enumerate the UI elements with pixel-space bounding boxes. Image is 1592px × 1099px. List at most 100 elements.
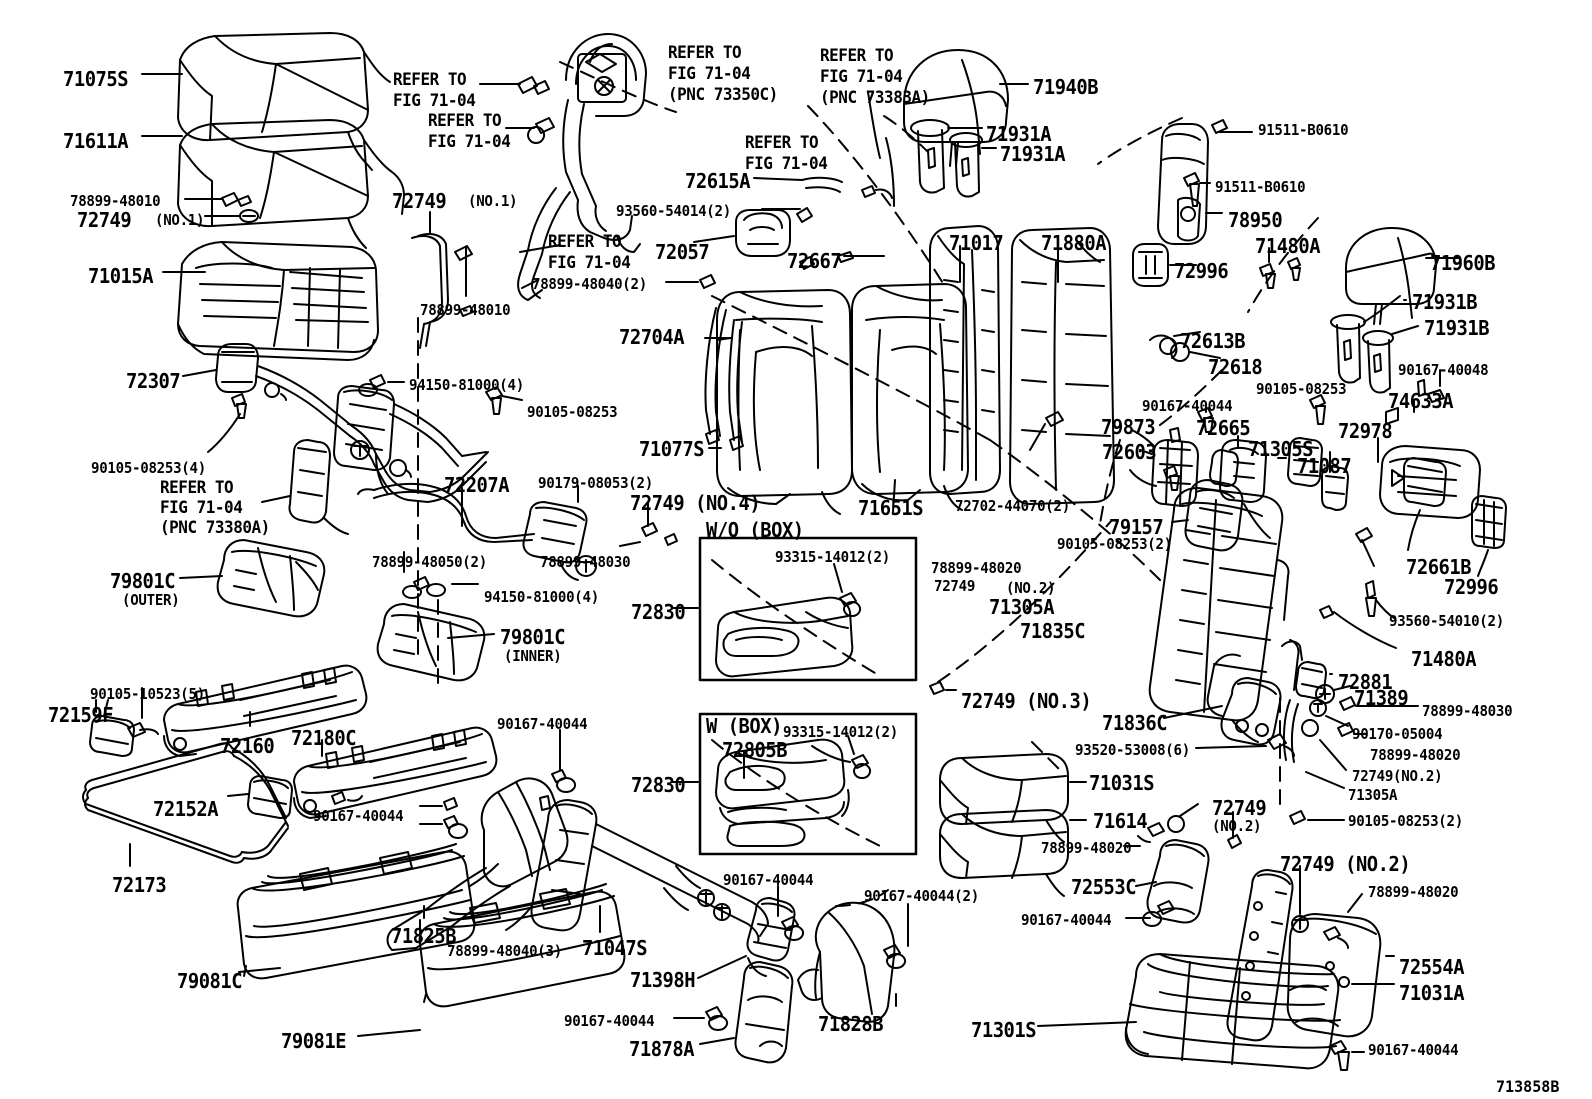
part-label-90105-08253: 90105-08253 — [527, 403, 618, 421]
clip-72749-no2-l — [1167, 815, 1185, 833]
clip-71480A-1 — [1259, 263, 1276, 289]
part-label-79801c: 79801C — [110, 569, 176, 593]
headrest-post-71931B-2 — [1362, 330, 1394, 394]
console-lid-72830-a — [715, 596, 854, 678]
bolt-90167-40044-71878A — [705, 1006, 723, 1021]
armrest-78950 — [1157, 123, 1209, 245]
part-71480A-b — [1281, 640, 1303, 661]
bolt-90105-08253-2 — [1163, 465, 1180, 491]
clip-93560-54010 — [1365, 580, 1377, 617]
seatback-cover-71651S — [851, 283, 969, 511]
part-label-72618: 72618 — [1208, 355, 1263, 379]
seatbelt-retractor-assembly — [517, 33, 647, 301]
part-label-refer-to: REFER TO — [820, 46, 894, 66]
part-label-71015a: 71015A — [88, 264, 154, 288]
fastener-78899-48010-left — [184, 192, 252, 207]
bolt-93520-53008 — [1267, 733, 1287, 750]
part-label-78899-48020: 78899-48020 — [1041, 839, 1132, 857]
pin-71480A-lower — [1319, 605, 1334, 619]
part-label-78899-48040-3: 78899-48040(3) — [447, 942, 562, 960]
bolt-78899-48020-l — [1147, 822, 1165, 837]
part-label-71931b: 71931B — [1424, 316, 1490, 340]
part-label-71651s: 71651S — [858, 496, 924, 520]
part-label-71031a: 71031A — [1399, 981, 1465, 1005]
bolt-refer-2 — [535, 117, 555, 134]
part-label-90105-10523-5: 90105-10523(5) — [90, 685, 205, 703]
part-label-72057: 72057 — [655, 240, 710, 264]
clip-72996-upper — [1132, 243, 1169, 287]
leader-71931B-1 — [1363, 295, 1401, 323]
bolt-90167-40044-rail — [331, 791, 346, 805]
part-label-72978: 72978 — [1338, 419, 1393, 443]
part-label-71931a: 71931A — [1000, 142, 1066, 166]
part-label-refer-to: REFER TO — [668, 43, 742, 63]
shield-79801C-outer — [216, 539, 326, 618]
trim-71828B — [797, 901, 896, 1023]
part-label-72749-no-2: 72749 (NO.2) — [1280, 852, 1411, 876]
part-label-71031s: 71031S — [1089, 771, 1155, 795]
part-label-79081c: 79081C — [177, 969, 243, 993]
part-label-71836c: 71836C — [1102, 711, 1168, 735]
headrest-post-71931A-1 — [910, 119, 950, 194]
leader-71836C — [1163, 705, 1223, 719]
part-label-fig-71-04: FIG 71-04 — [548, 253, 631, 273]
leader-79801C-inner — [447, 633, 495, 639]
wire-rod-72173 — [82, 742, 289, 864]
leader-72603 — [1139, 449, 1153, 455]
bolt-90105-08253-4 — [231, 393, 246, 407]
part-label-fig-71-04: FIG 71-04 — [393, 91, 476, 111]
part-label-refer-to: REFER TO — [548, 232, 622, 252]
part-label-79873: 79873 — [1101, 415, 1156, 439]
part-label-90167-40044: 90167-40044 — [564, 1012, 655, 1030]
frame-71047S — [530, 799, 769, 943]
part-label-90167-40048: 90167-40048 — [1398, 361, 1489, 379]
part-label-72702-44070-2: 72702-44070(2) — [955, 497, 1070, 515]
bolt-refer-pnc73383 — [861, 185, 876, 198]
leader-79873 — [1131, 429, 1155, 447]
leader-72996-lower — [1477, 549, 1489, 577]
part-label-90105-08253-2: 90105-08253(2) — [1057, 535, 1172, 553]
leader-refer-3 — [519, 244, 561, 253]
part-71031A — [1338, 976, 1350, 988]
leader-71878A — [699, 1037, 735, 1045]
part-label-71940b: 71940B — [1033, 75, 1099, 99]
fastener-78899-48010-right — [454, 245, 474, 317]
part-label-78899-48020: 78899-48020 — [1368, 883, 1459, 901]
buckle-72057 — [735, 209, 791, 257]
headrest-post-71931B-1 — [1330, 314, 1366, 384]
part-label-72180c: 72180C — [291, 726, 357, 750]
latch-body-72207A — [522, 501, 597, 581]
bolt-90105-08253-right — [1309, 394, 1326, 425]
clip-72881 — [1295, 661, 1327, 699]
leader-72307 — [182, 369, 217, 377]
hinge-bar-right — [1226, 869, 1294, 1042]
leader-72661B — [1407, 509, 1421, 551]
bracket-rod-72749-no1 — [411, 211, 449, 349]
part-label-71305s: 71305S — [1248, 437, 1314, 461]
part-label-71835c: 71835C — [1020, 619, 1086, 643]
part-label-fig-71-04: FIG 71-04 — [668, 64, 751, 84]
bolt-90167-40048 — [1417, 379, 1426, 397]
part-label-78899-48040-2: 78899-48040(2) — [532, 275, 647, 293]
bolt-72749-no2-b — [1227, 834, 1242, 849]
leader-72057 — [693, 235, 735, 243]
leader-79801C-outer — [179, 575, 223, 579]
part-label-72830: 72830 — [631, 773, 686, 797]
part-label-71398h: 71398H — [630, 968, 696, 992]
headrest-71960B — [1345, 227, 1437, 325]
bolt-refer-1 — [517, 76, 550, 95]
part-label-72661b: 72661B — [1406, 555, 1472, 579]
clip-72152A — [247, 775, 293, 819]
part-label-no-1: (NO.1) — [468, 192, 518, 210]
wire-72704A-1 — [704, 307, 717, 435]
seat-cushion-upper-71075S — [177, 32, 391, 171]
part-label-71305a: 71305A — [989, 595, 1055, 619]
bolt-93560-54014 — [796, 207, 813, 223]
bolt-90105-08253-r — [1289, 810, 1306, 825]
leader-72152A — [227, 793, 249, 797]
bolt-78899-48030-r — [1339, 696, 1356, 711]
part-label-90167-40044: 90167-40044 — [1021, 911, 1112, 929]
part-label-78899-48010: 78899-48010 — [420, 301, 511, 319]
bolt-93315-14012-a — [839, 592, 857, 607]
